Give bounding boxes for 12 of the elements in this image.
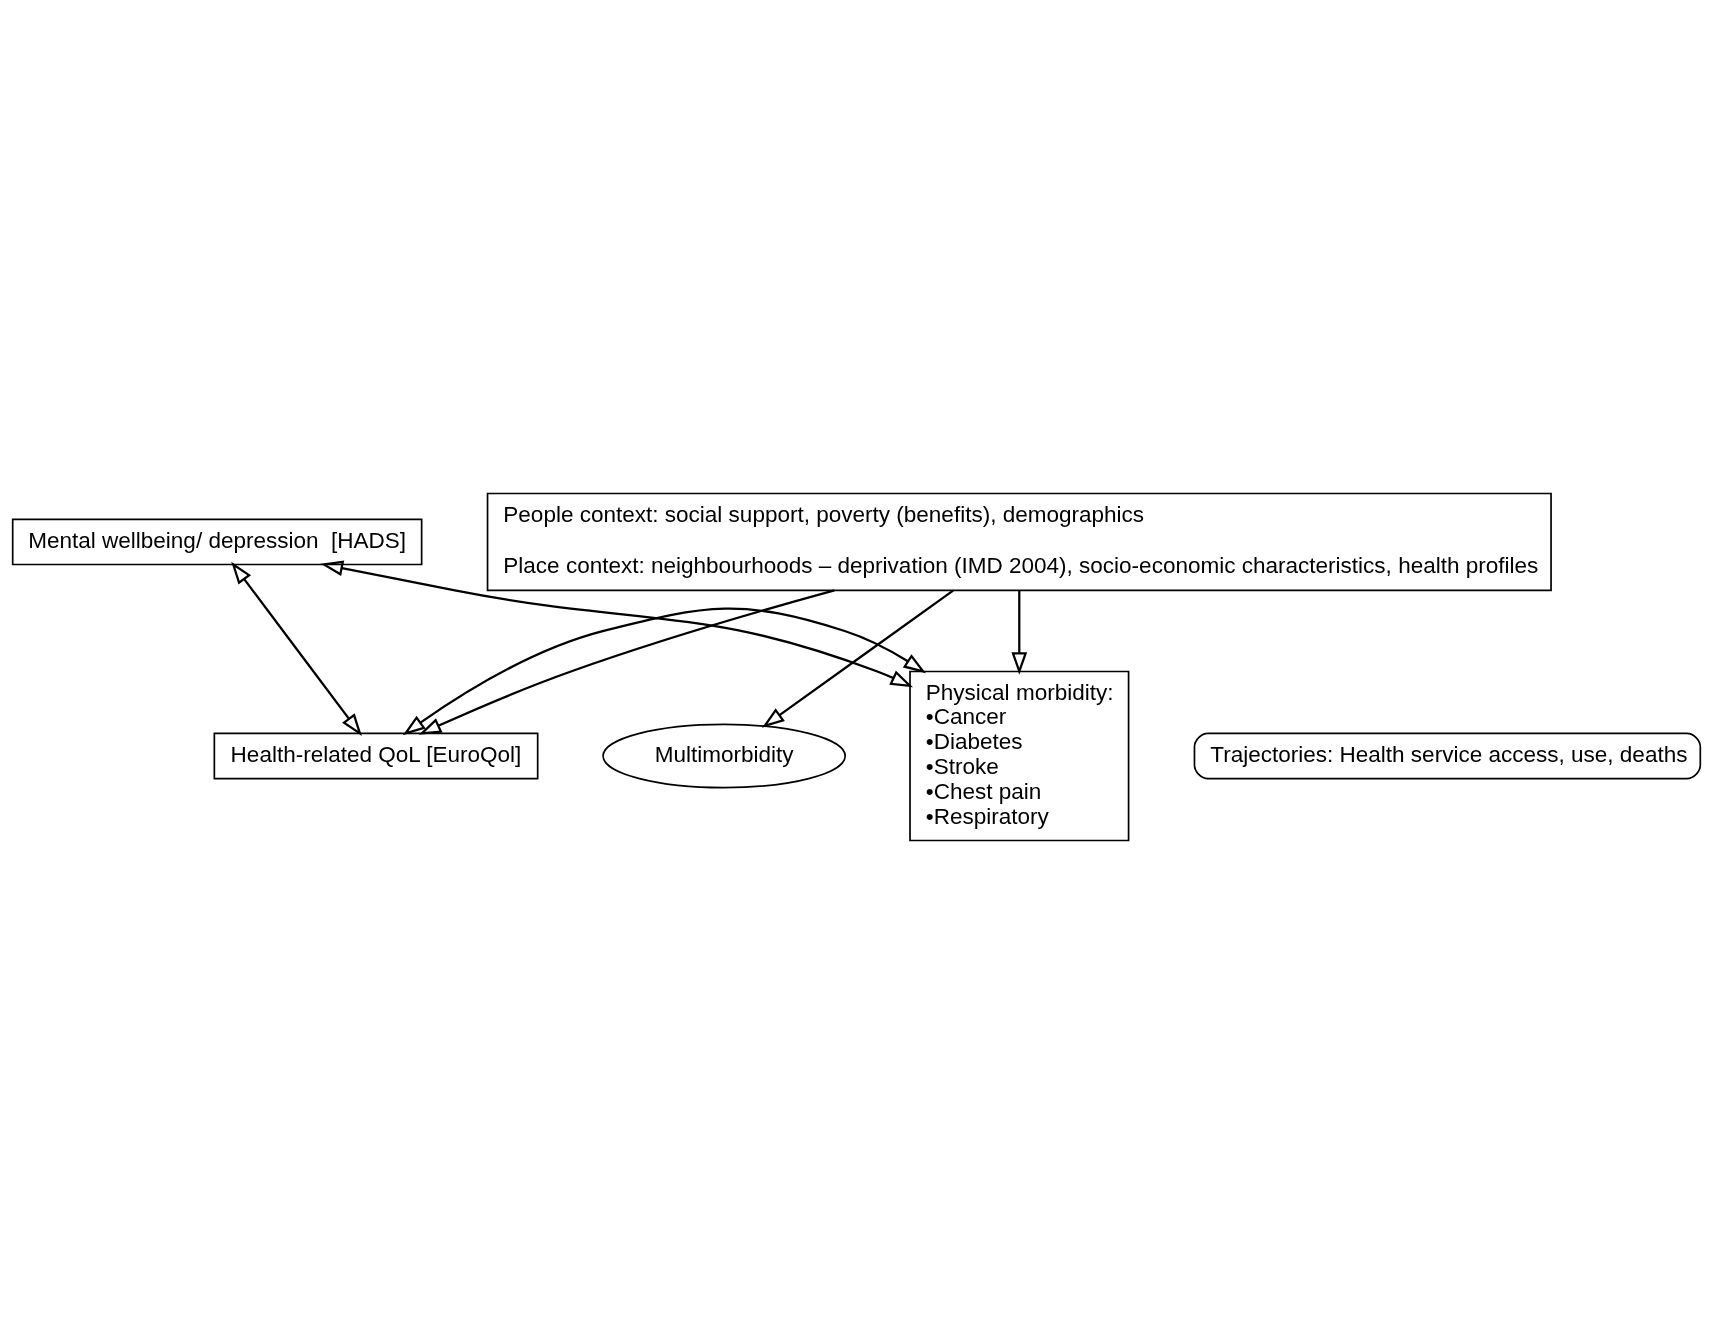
arrow	[1011, 590, 1028, 675]
arrow	[320, 560, 913, 688]
arrow	[231, 561, 362, 737]
arrow	[418, 589, 835, 735]
node-box: Health-related QoL [EuroQol]	[213, 732, 539, 780]
node-ellipse: Multimorbidity	[602, 723, 847, 789]
arrow	[761, 589, 954, 728]
node-box: People context: social support, poverty (benefits), demographics Place context: neighbourhoods – deprivation (IMD 2004), socio-economic characteristics, health profiles	[486, 492, 1552, 592]
node-box: Physical morbidity: •Cancer •Diabetes •Stroke •Chest pain •Respiratory	[909, 670, 1130, 842]
node-box: Trajectories: Health service access, use, deaths	[1193, 732, 1702, 780]
arrow	[402, 607, 926, 736]
node-box: Mental wellbeing/ depression [HADS]	[11, 518, 423, 566]
